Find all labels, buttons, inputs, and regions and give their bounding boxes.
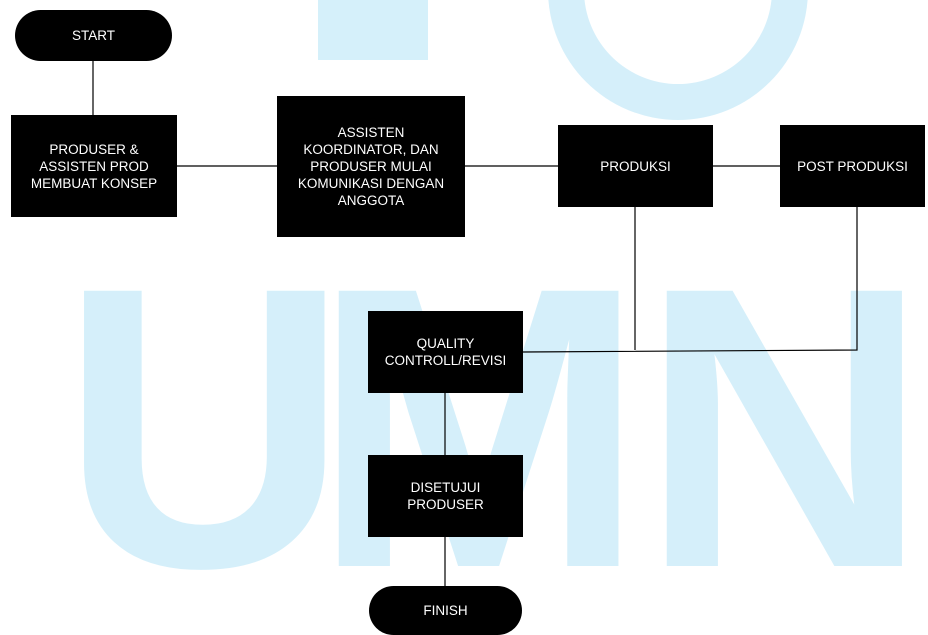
disetujui-node: DISETUJUI PRODUSER (368, 455, 523, 537)
start-node: START (15, 10, 172, 61)
produksi-node: PRODUKSI (558, 125, 713, 207)
quality-control-node: QUALITY CONTROLL/REVISI (368, 311, 523, 393)
produksi-label: PRODUKSI (600, 158, 671, 174)
disetujui-line-1: DISETUJUI (410, 480, 481, 495)
watermark-letter-u: U (60, 204, 349, 635)
finish-label: FINISH (423, 603, 468, 618)
koordinator-line-2: KOORDINATOR, DAN (303, 142, 439, 157)
disetujui-line-2: PRODUSER (407, 497, 484, 512)
koordinator-line-1: ASSISTEN (337, 125, 405, 140)
koordinator-line-4: KOMUNIKASI DENGAN (297, 176, 445, 191)
konsep-node: PRODUSER & ASSISTEN PROD MEMBUAT KONSEP (11, 115, 177, 217)
start-label: START (71, 28, 115, 43)
post-produksi-label: POST PRODUKSI (797, 158, 908, 174)
qc-line-1: QUALITY (416, 336, 475, 351)
qc-line-2: CONTROLL/REVISI (384, 353, 507, 368)
koordinator-node: ASSISTEN KOORDINATOR, DAN PRODUSER MULAI… (277, 96, 465, 237)
konsep-line-3: MEMBUAT KONSEP (30, 175, 158, 191)
connector-post-qc (522, 207, 858, 353)
konsep-line-1: PRODUSER & (49, 141, 139, 157)
finish-node: FINISH (369, 586, 522, 635)
watermark-letter-m: M (312, 204, 646, 635)
konsep-line-2: ASSISTEN PROD (39, 158, 149, 174)
koordinator-line-5: ANGGOTA (337, 193, 405, 208)
watermark-letter-n: N (640, 204, 928, 635)
post-produksi-node: POST PRODUKSI (780, 125, 925, 207)
koordinator-line-3: PRODUSER MULAI (310, 159, 432, 174)
watermark-logo-bar (318, 0, 428, 60)
